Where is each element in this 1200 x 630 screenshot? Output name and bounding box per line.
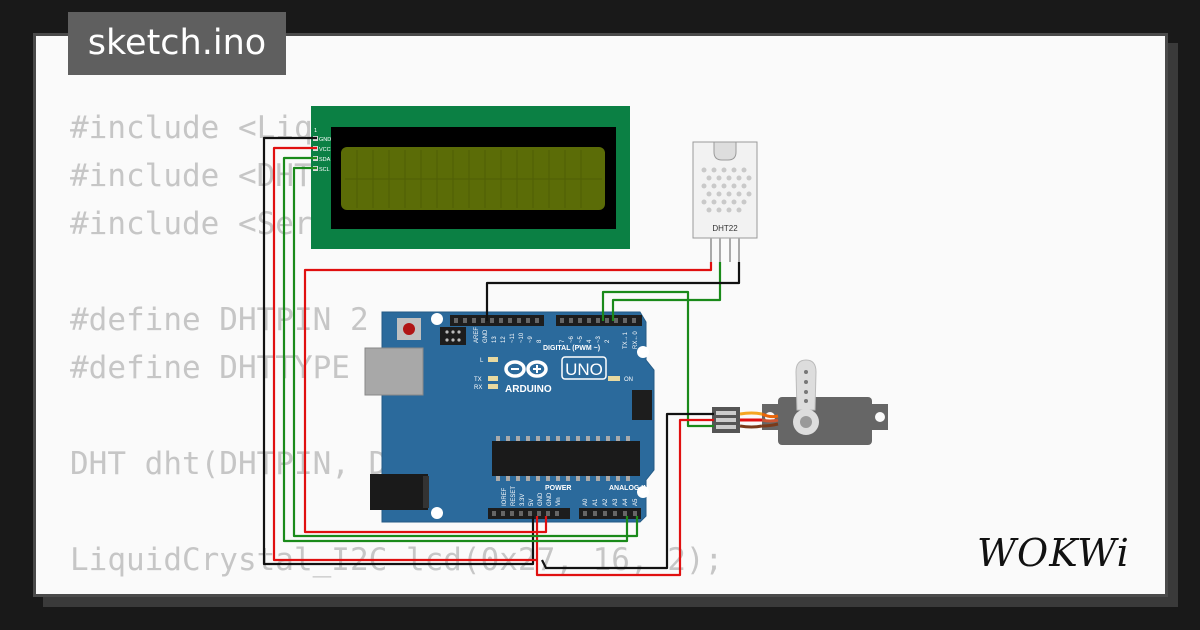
pin-label-gnd2: GND [547,492,553,506]
dht-mount-hole [713,141,737,161]
pin-label-rx0: RX←0 [633,331,639,349]
mount-hole [637,486,649,498]
pin-label-gnd: GND [483,329,489,343]
pin-label-5v: 5V [529,499,535,506]
code-line: #define DHTPIN 2 [70,302,369,338]
arduino-uno[interactable]: AREF GND 13 12 ~11 ~10 ~9 8 7 ~6 ~5 4 ~3… [364,311,655,523]
dht22-sensor[interactable]: DHT22 [692,141,758,262]
mount-hole [637,346,649,358]
arduino-model: UNO [565,360,603,379]
pin-label-3: ~3 [596,335,602,343]
atmega-chip [492,441,640,476]
led-tx-label: TX [474,377,482,383]
arduino-brand: ARDUINO [505,384,552,395]
pin-label-ioref: IOREF [502,487,508,506]
pin-label-3v3: 3.3V [520,494,526,506]
servo-cable [761,412,779,419]
icsp-header-2 [632,390,652,420]
lcd-pin-gnd: GND [319,137,331,143]
pin-label-a2: A2 [603,498,609,506]
lcd-pin-vcc: VCC [319,147,331,153]
lcd-display[interactable]: 1 GND VCC SDA SCL [311,106,630,249]
led-rx-label: RX [474,385,482,391]
pin-label-8: 8 [537,339,543,343]
status-leds [488,357,620,389]
dht-vent-holes [701,167,752,213]
pin-label-tx1: TX→1 [623,331,629,349]
pin-label-5: ~5 [578,335,584,343]
dht-label: DHT22 [712,224,738,233]
lcd-pin1-marker: 1 [314,128,317,134]
filename-tab[interactable]: sketch.ino [68,12,286,75]
power-jack [370,474,428,510]
wire-lcd-sda [282,156,629,543]
mount-hole [431,507,443,519]
pin-label-vin: Vin [556,497,562,506]
wire-lcd-gnd [262,136,535,566]
servo-horn [795,359,817,411]
digital-header-high [450,315,544,326]
usb-connector [364,347,424,396]
analog-header [579,508,641,519]
wire-dht-gnd [485,262,741,321]
wokwi-logo: WOKWi [977,531,1130,575]
icsp-header [440,327,466,345]
lcd-pin-sda: SDA [319,157,331,163]
pin-label-a3: A3 [613,498,619,506]
bottom-header-pins [492,511,637,516]
dht-legs [710,238,740,262]
pin-label-13: 13 [492,336,498,343]
wires [262,136,741,577]
wire-dht-data [611,262,722,321]
mount-hole [431,313,443,325]
servo-body [778,397,872,445]
pin-label-10: ~10 [519,332,525,343]
wire-dht-vcc [303,262,713,534]
wire-servo-signal [601,290,714,428]
lcd-pin-scl: SCL [319,167,330,173]
wire-servo-gnd [541,412,714,570]
pin-label-2: 2 [605,339,611,343]
pin-label-6: ~6 [569,335,575,343]
wokwi-logo-text: WOKWi [977,531,1130,575]
power-section-label: POWER [545,485,571,492]
on-led-label: ON [624,377,633,383]
lcd-char-grid [345,150,602,208]
code-line: Serv [70,584,723,594]
pin-label-11: ~11 [510,333,516,343]
digital-section-label: DIGITAL (PWM ~) [543,345,600,352]
chip-legs [496,436,630,481]
servo-motor[interactable] [712,359,888,445]
pin-label-a1: A1 [593,498,599,506]
arduino-logo-icon [504,360,548,378]
led-l-label: L [480,358,484,364]
pin-label-7: 7 [560,339,566,343]
pin-label-reset: RESET [511,486,517,506]
analog-section-label: ANALOG IN [609,485,648,492]
wire-lcd-vcc [272,146,539,562]
wire-lcd-scl [292,166,639,538]
pin-label-4: 4 [587,339,593,343]
pin-label-a5: A5 [633,498,639,506]
pin-label-12: 12 [501,336,507,343]
uno-badge [561,356,607,380]
wire-servo-vcc [535,418,714,577]
pin-label-9: ~9 [528,335,534,343]
pin-label-a4: A4 [623,498,629,506]
pin-label-a0: A0 [583,498,589,506]
pin-label-aref: AREF [474,327,480,343]
pin-label-gnd1: GND [538,492,544,506]
digital-header-pins [454,318,636,323]
